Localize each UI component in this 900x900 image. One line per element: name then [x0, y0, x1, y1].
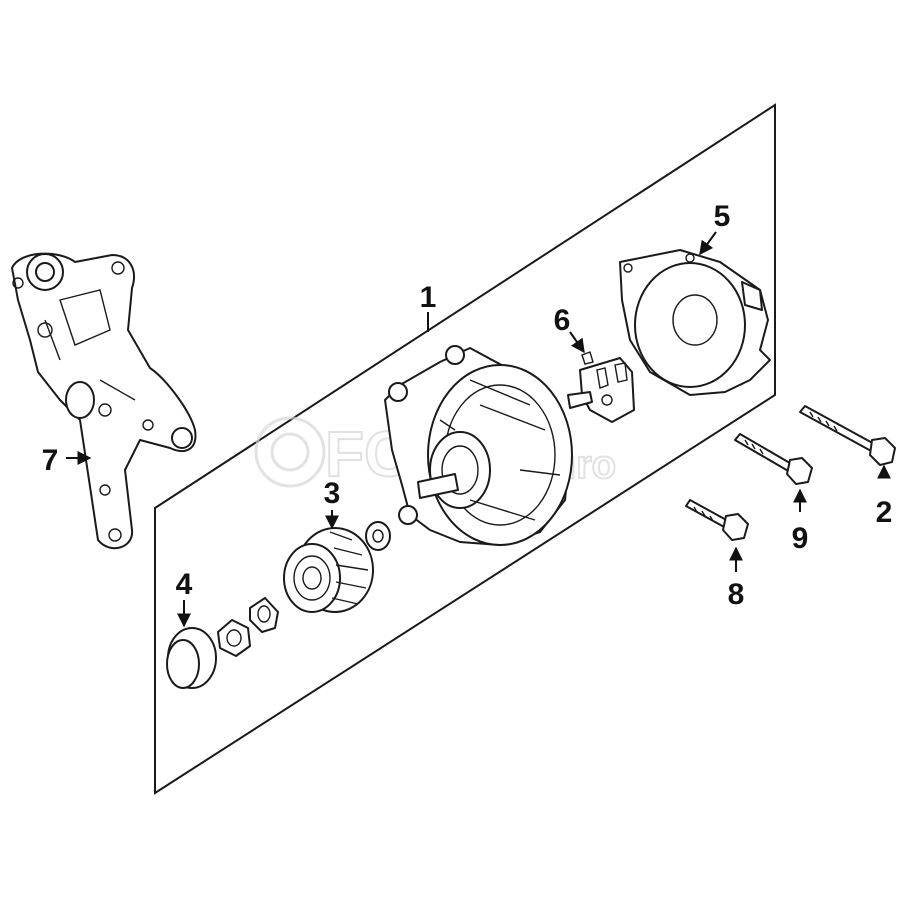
callout-3: 3: [324, 477, 341, 510]
mounting-bracket: [11, 252, 197, 550]
callout-9: 9: [792, 522, 809, 555]
leader-5: [699, 231, 717, 256]
nut: [217, 619, 251, 657]
voltage-regulator: [567, 351, 635, 423]
alternator: [384, 345, 573, 546]
callout-5: 5: [714, 200, 731, 233]
washer: [249, 597, 279, 633]
spacer-ring: [365, 521, 391, 551]
pulley: [283, 527, 374, 613]
bolt-long: [799, 405, 896, 466]
leader-6: [569, 331, 585, 354]
assembly-panel: [154, 103, 776, 795]
callout-4: 4: [176, 568, 193, 601]
callout-6: 6: [554, 304, 571, 337]
callout-2: 2: [876, 496, 893, 529]
callout-8: 8: [728, 578, 745, 611]
pulley-cap: [166, 627, 217, 689]
callout-7: 7: [42, 444, 59, 477]
callout-1: 1: [420, 281, 437, 314]
rear-cover: [619, 249, 771, 396]
bolt-medium: [734, 433, 813, 485]
bolt-short: [685, 499, 749, 541]
